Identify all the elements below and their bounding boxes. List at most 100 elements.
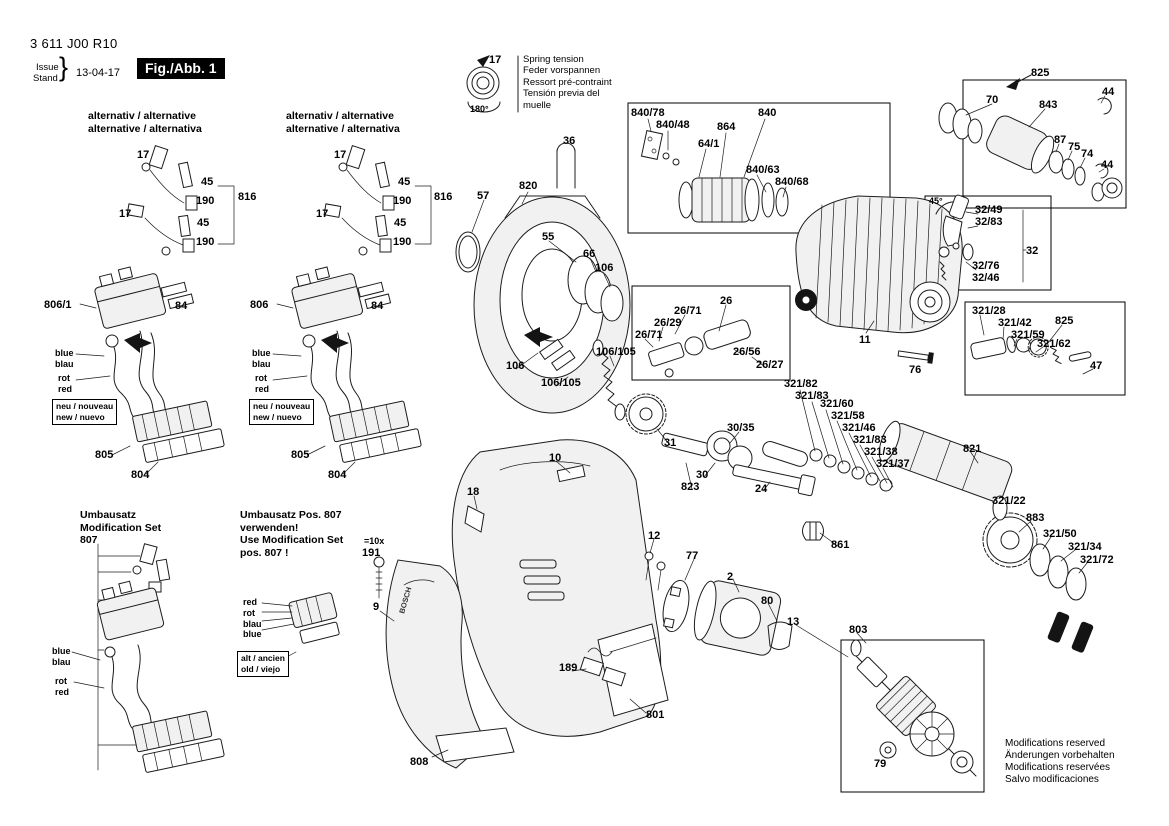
part-label: 803 xyxy=(849,624,868,636)
chuck-parts-drawing xyxy=(938,74,1123,202)
part-label: 44 xyxy=(1102,86,1115,98)
part-label: 45 xyxy=(394,217,407,229)
wire-colors-alt2-red: rot red xyxy=(255,373,270,394)
part-label: 823 xyxy=(681,481,700,493)
part-label: 74 xyxy=(1081,148,1094,160)
part-label: 84 xyxy=(175,300,188,312)
part-label: 87 xyxy=(1054,134,1067,146)
part-label: 106/105 xyxy=(541,377,581,389)
gear-housing-drawing xyxy=(455,142,631,421)
part-label: 825 xyxy=(1055,315,1074,327)
part-label: 816 xyxy=(434,191,453,203)
part-label: 840/78 xyxy=(631,107,665,119)
part-label: 32/83 xyxy=(975,216,1003,228)
part-label: 45 xyxy=(197,217,210,229)
part-label: 31 xyxy=(664,437,677,449)
motor-housing-drawing xyxy=(795,195,963,364)
part-label: 77 xyxy=(686,550,699,562)
part-label: 840/48 xyxy=(656,119,690,131)
hammer-tube-drawing xyxy=(878,420,1094,653)
part-label: 321/82 xyxy=(784,378,818,390)
wire-colors-alt2-blue: blue blau xyxy=(252,348,271,369)
part-label: 883 xyxy=(1026,512,1045,524)
part-label: 190 xyxy=(393,236,412,248)
alt-header-1: alternativ / alternative alternative / a… xyxy=(88,110,202,135)
umbausatz-header: Umbausatz Modification Set 807 xyxy=(80,509,162,547)
part-label: 806 xyxy=(250,299,269,311)
part-label: 32/76 xyxy=(972,260,1000,272)
part-label: 805 xyxy=(291,449,310,461)
part-label: 47 xyxy=(1090,360,1103,372)
issue-label: Issue xyxy=(36,62,59,73)
part-label: 26/71 xyxy=(635,329,663,341)
part-label: 864 xyxy=(717,121,736,133)
part-label: 321/46 xyxy=(842,422,876,434)
part-label: 26/71 xyxy=(674,305,702,317)
modification-set-assembly xyxy=(96,543,225,773)
figure-label: Fig./Abb. 1 xyxy=(137,58,225,79)
part-label: =10x xyxy=(364,536,385,546)
crank-group-drawing xyxy=(648,319,751,378)
wire-colors-807-red: rot red xyxy=(55,676,70,697)
part-label: 11 xyxy=(859,334,871,346)
modification-note: Umbausatz Pos. 807 verwenden! Use Modifi… xyxy=(240,509,344,559)
part-label: 321/38 xyxy=(864,446,898,458)
issue-date: 13-04-17 xyxy=(76,67,121,79)
part-label: 45 xyxy=(398,176,411,188)
part-label: 191 xyxy=(362,547,381,559)
part-label: 26/29 xyxy=(654,317,682,329)
spring-tension-figure xyxy=(466,55,519,113)
part-label: 321/58 xyxy=(831,410,865,422)
leader-lines xyxy=(71,95,1106,758)
part-label: 816 xyxy=(238,191,257,203)
part-label: 321/83 xyxy=(853,434,887,446)
part-label: 805 xyxy=(95,449,114,461)
part-label: 840 xyxy=(758,107,777,119)
part-label: 106/105 xyxy=(596,346,636,358)
part-label: 2 xyxy=(727,571,734,583)
stand-label: Stand xyxy=(33,73,58,84)
part-label: 24 xyxy=(755,483,768,495)
new-part-note-1: neu / nouveau new / nuevo xyxy=(52,399,118,426)
group-boxes xyxy=(627,79,1127,793)
part-label: 26/27 xyxy=(756,359,784,371)
spindle-parts-drawing xyxy=(970,336,1092,365)
part-label: 26 xyxy=(720,295,733,307)
issue-stand-brace: } xyxy=(59,52,69,82)
part-label: 64/1 xyxy=(698,138,720,150)
field-stator-drawing xyxy=(644,551,793,656)
part-label: 321/42 xyxy=(998,317,1032,329)
wire-colors-alt1-red: rot red xyxy=(58,373,73,394)
part-label: 79 xyxy=(874,758,887,770)
part-label: 30/35 xyxy=(727,422,755,434)
part-label: 9 xyxy=(373,601,380,613)
part-label: 820 xyxy=(519,180,538,192)
part-label: 45 xyxy=(201,176,214,188)
part-label: 321/83 xyxy=(795,390,829,402)
part-label: 84 xyxy=(371,300,384,312)
part-label: 321/34 xyxy=(1068,541,1102,553)
part-label: 17 xyxy=(316,208,329,220)
part-label: 55 xyxy=(542,231,555,243)
striker-orings-drawing xyxy=(762,441,893,541)
part-label: 804 xyxy=(328,469,347,481)
part-label: 321/59 xyxy=(1011,329,1045,341)
armature-drawing xyxy=(850,639,977,777)
spring-tension-note: Spring tension Feder vorspannen Ressort … xyxy=(523,54,612,111)
part-label: 18 xyxy=(467,486,480,498)
part-label: 36 xyxy=(563,135,576,147)
barrel-group-drawing xyxy=(640,130,789,223)
part-label: 10 xyxy=(549,452,562,464)
part-label: 840/68 xyxy=(775,176,809,188)
part-label: 17 xyxy=(119,208,132,220)
part-label: 106 xyxy=(506,360,525,372)
part-label: 180° xyxy=(470,104,489,114)
part-label: 321/37 xyxy=(876,458,910,470)
part-label: 12 xyxy=(648,530,661,542)
new-part-note-2: neu / nouveau new / nuevo xyxy=(249,399,315,426)
part-number: 3 611 J00 R10 xyxy=(30,36,118,51)
part-label: 17 xyxy=(334,149,347,161)
